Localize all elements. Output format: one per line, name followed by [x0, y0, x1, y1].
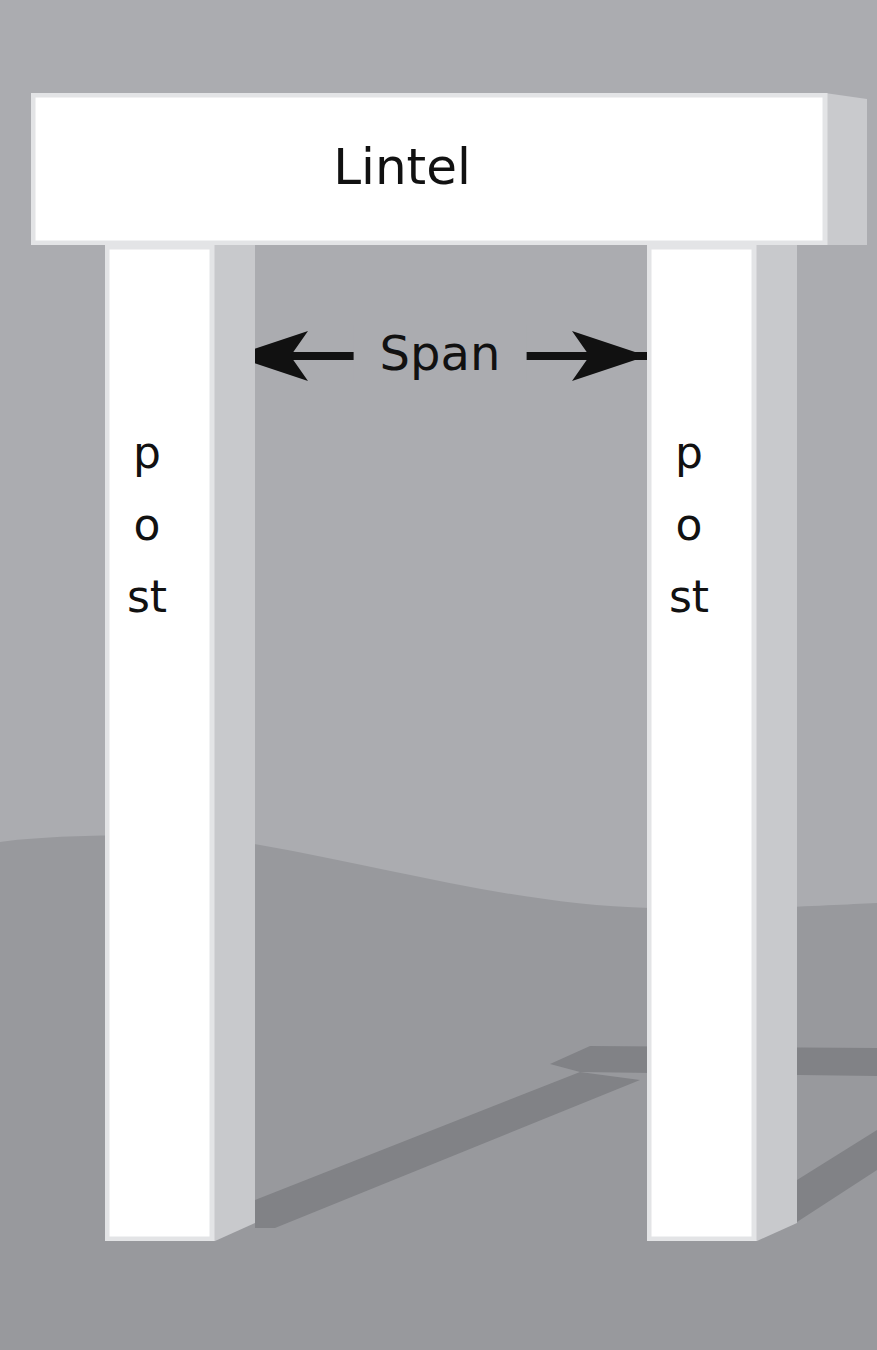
- post-shadow: [797, 1130, 877, 1222]
- lintel-label: Lintel: [333, 137, 471, 197]
- post-label: post: [667, 417, 711, 633]
- post-shape: [647, 245, 797, 1241]
- span-label: Span: [354, 325, 527, 381]
- post-shape: [105, 245, 255, 1241]
- post-label: post: [125, 417, 169, 633]
- lintel-beam: Lintel: [31, 93, 867, 245]
- post-column: post: [105, 245, 255, 1241]
- post-column: post: [647, 245, 797, 1241]
- post-shadow: [255, 1072, 640, 1228]
